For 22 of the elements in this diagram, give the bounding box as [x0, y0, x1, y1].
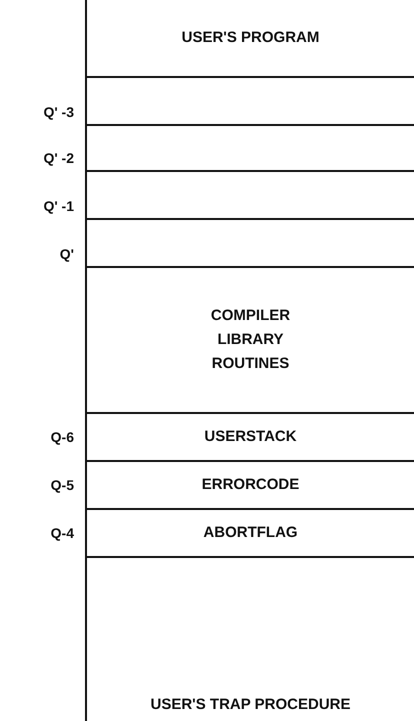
memory-region — [85, 462, 414, 510]
memory-region — [85, 268, 414, 414]
region-label: USER'S PROGRAM — [182, 28, 320, 48]
address-label: Q' -3 — [43, 104, 74, 120]
region-label: COMPILER LIBRARY ROUTINES — [210, 306, 292, 374]
memory-slot — [85, 78, 414, 126]
address-label: Q-4 — [50, 525, 74, 541]
region-label: ABORTFLAG — [203, 523, 298, 543]
memory-slot — [85, 126, 414, 172]
region-label: USERSTACK — [204, 427, 297, 447]
address-label: Q' -2 — [43, 150, 74, 166]
address-label: Q-6 — [50, 429, 74, 445]
address-label: Q-5 — [50, 477, 74, 493]
memory-region — [85, 0, 414, 78]
region-label: USER'S TRAP PROCEDURE — [150, 695, 350, 715]
region-label: ERRORCODE — [202, 475, 300, 495]
memory-region — [85, 510, 414, 558]
memory-slot — [85, 172, 414, 220]
memory-slot — [85, 220, 414, 268]
address-label: Q' -1 — [43, 198, 74, 214]
address-label: Q' — [60, 246, 74, 262]
memory-region — [85, 414, 414, 462]
